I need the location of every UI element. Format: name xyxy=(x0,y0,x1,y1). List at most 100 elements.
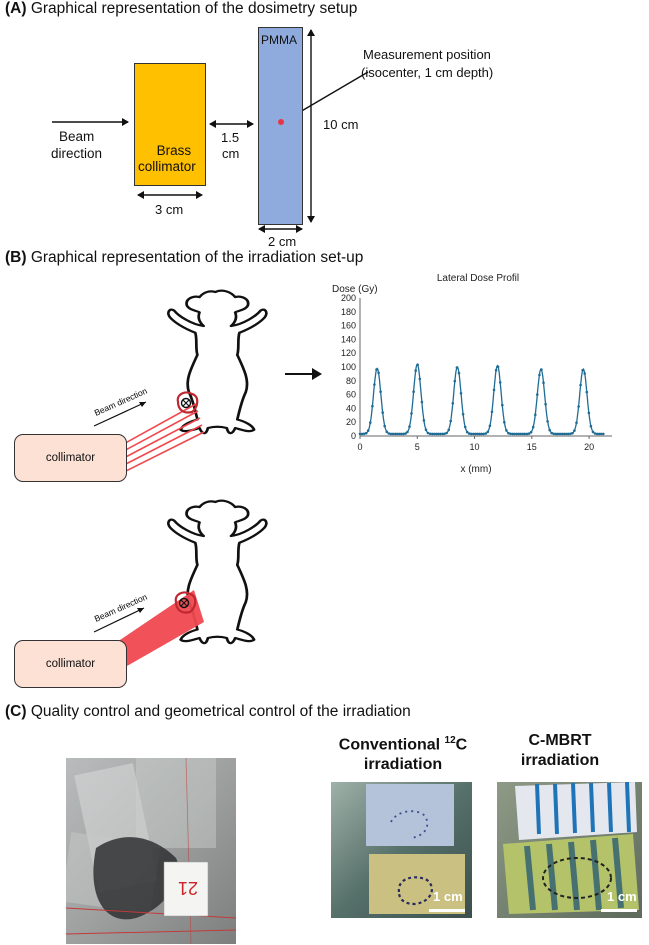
dose-data-point xyxy=(461,412,465,416)
y-tick-label: 140 xyxy=(341,334,356,344)
dose-data-point xyxy=(490,410,494,414)
dose-data-point xyxy=(513,432,516,436)
dose-data-point xyxy=(505,429,508,432)
dose-data-point xyxy=(455,366,459,369)
dose-data-point xyxy=(550,431,553,435)
dose-data-point xyxy=(369,421,372,424)
dose-data-point xyxy=(581,368,584,372)
dose-data-point xyxy=(482,432,485,436)
dose-data-point xyxy=(521,432,525,436)
dose-data-point xyxy=(595,432,599,436)
dose-data-point xyxy=(404,432,407,435)
dose-data-point xyxy=(602,432,605,436)
pmma-block xyxy=(258,27,303,225)
y-axis-label: Dose (Gy) xyxy=(332,284,378,295)
y-tick-label: 160 xyxy=(341,321,356,331)
dose-data-point xyxy=(486,430,490,434)
dose-data-point xyxy=(597,432,601,436)
dose-data-point xyxy=(517,432,521,436)
dose-data-point xyxy=(558,432,562,436)
dose-data-point xyxy=(385,430,389,434)
chart-title: Lateral Dose Profil xyxy=(437,273,519,284)
dose-data-point xyxy=(397,432,401,436)
dose-data-point xyxy=(569,432,572,436)
dose-data-point xyxy=(426,431,430,435)
section-b-title: (B) Graphical representation of the irra… xyxy=(5,249,363,267)
section-c-title: (C) Quality control and geometrical cont… xyxy=(5,703,411,721)
dose-data-point xyxy=(435,432,438,436)
dose-data-point xyxy=(525,432,529,436)
y-tick-label: 200 xyxy=(341,293,356,303)
section-c-label: (C) xyxy=(5,703,27,720)
dose-data-point xyxy=(416,363,419,367)
dose-data-point xyxy=(472,432,475,436)
dose-data-point xyxy=(519,432,523,436)
dose-data-point xyxy=(538,373,541,377)
section-c-heading: Quality control and geometrical control … xyxy=(30,703,411,720)
dose-data-point xyxy=(414,369,417,372)
dose-data-point xyxy=(449,419,452,423)
dose-data-point xyxy=(428,432,432,436)
dose-data-point xyxy=(412,390,415,393)
dose-data-point xyxy=(507,431,510,435)
dose-data-point xyxy=(583,372,586,375)
collimator-box-top: collimator xyxy=(14,434,127,482)
dose-data-point xyxy=(571,431,574,435)
y-tick-label: 180 xyxy=(341,307,356,317)
dose-data-point xyxy=(587,411,591,415)
dose-data-point xyxy=(445,431,448,435)
y-tick-label: 80 xyxy=(346,376,356,386)
target-icon xyxy=(180,397,192,409)
dose-data-point xyxy=(585,390,589,394)
x-tick-label: 20 xyxy=(584,442,594,452)
collimator-label-line1: Brass xyxy=(156,143,192,158)
dose-data-point xyxy=(544,402,547,406)
dose-data-point xyxy=(554,432,558,436)
dose-data-point xyxy=(529,430,533,434)
dose-data-point xyxy=(494,369,498,372)
dose-data-point xyxy=(379,390,382,393)
dose-data-point xyxy=(577,405,580,408)
dose-data-point xyxy=(399,432,403,436)
x-tick-label: 10 xyxy=(470,442,480,452)
dose-data-point xyxy=(437,432,440,436)
dose-data-point xyxy=(492,388,496,392)
dose-data-point xyxy=(360,432,364,436)
dose-data-point xyxy=(395,432,399,436)
cmbrt-title-line2: irradiation xyxy=(520,752,600,769)
dose-data-point xyxy=(457,371,461,375)
brass-collimator xyxy=(134,63,206,186)
minibeam-lines xyxy=(119,403,205,475)
dose-data-point xyxy=(406,430,409,434)
dose-data-point xyxy=(389,432,393,436)
measurement-point xyxy=(278,119,284,125)
dose-data-point xyxy=(515,432,518,436)
dose-data-point xyxy=(418,377,422,381)
collimator-box-bottom: collimator xyxy=(14,640,127,688)
dose-data-point xyxy=(531,425,535,429)
section-a-label: (A) xyxy=(5,0,27,17)
dose-data-point xyxy=(542,381,545,384)
beam-direction-line2: direction xyxy=(51,146,103,161)
dose-data-point xyxy=(430,432,434,436)
dose-data-point xyxy=(523,432,527,436)
beam-direction-arrow xyxy=(93,401,147,427)
dose-data-point xyxy=(366,429,370,432)
minibeam-setup-diagram: Beam direction xyxy=(93,289,268,475)
mouse-film-photo-drawing: 21 xyxy=(66,758,236,944)
cmbrt-title: C-MBRT irradiation xyxy=(495,731,625,771)
dose-data-point xyxy=(552,432,556,436)
dose-data-point xyxy=(478,432,481,436)
dose-data-point xyxy=(373,383,376,386)
conventional-photo: 1 cm xyxy=(331,782,472,918)
y-tick-label: 40 xyxy=(346,403,356,413)
dose-data-point xyxy=(358,432,362,436)
dose-data-point xyxy=(387,432,391,435)
dose-data-point xyxy=(540,368,543,371)
collimator-width-label: 3 cm xyxy=(155,202,184,217)
dose-data-point xyxy=(562,432,566,436)
dose-data-point xyxy=(488,424,492,428)
dose-data-point xyxy=(527,432,531,435)
dose-data-point xyxy=(424,428,428,432)
